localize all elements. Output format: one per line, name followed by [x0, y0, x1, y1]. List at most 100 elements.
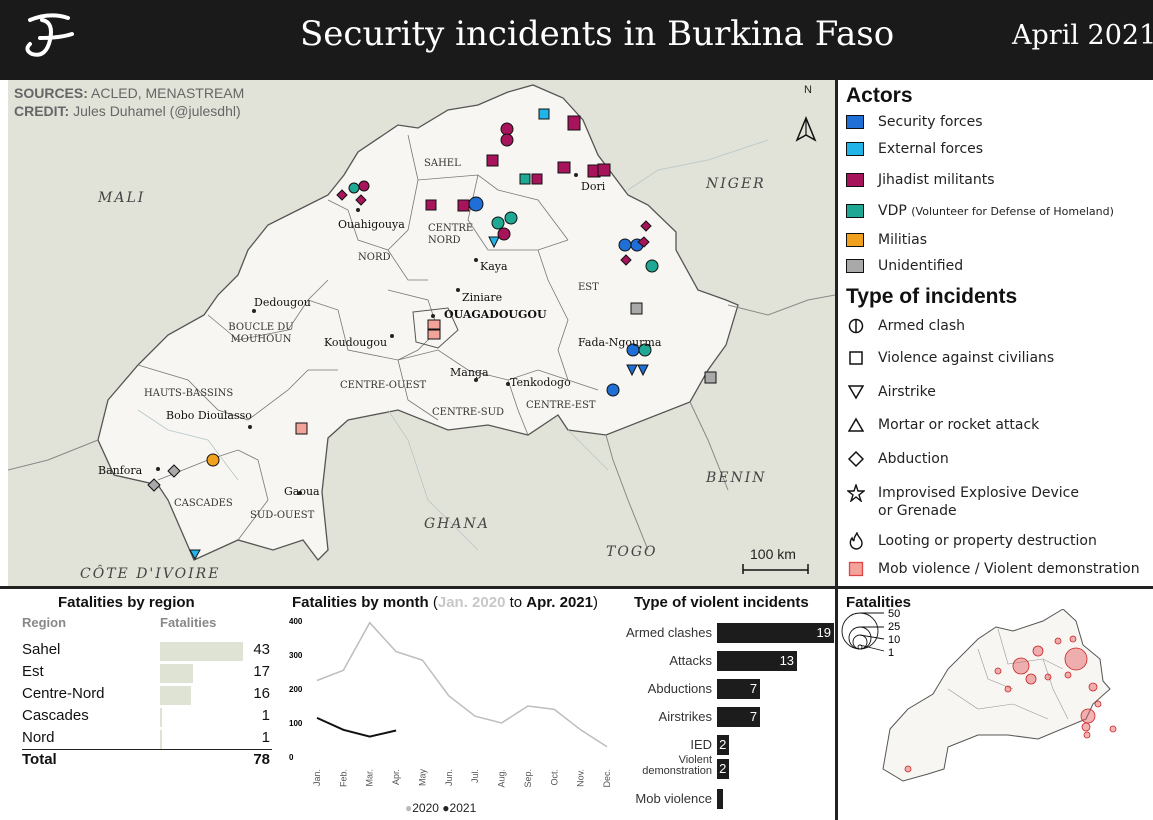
region-fatality-bar	[160, 686, 191, 705]
legend-actor-militias: Militias	[846, 232, 927, 248]
bar-category-label: Mob violence	[635, 791, 712, 806]
region-name: Est	[22, 663, 44, 680]
legend-actor-vdp: VDP (Volunteer for Defense of Homeland)	[846, 203, 1114, 219]
x-tick-label: May	[417, 769, 427, 787]
divider	[0, 586, 1153, 589]
bar-category-label: Abductions	[647, 681, 712, 696]
north-arrow-icon	[795, 116, 817, 142]
x-tick-label: Oct.	[549, 769, 559, 786]
region-label: CENTRE-OUEST	[340, 380, 427, 391]
total-rule	[22, 749, 272, 750]
header-bar: Security incidents in Burkina Faso April…	[0, 0, 1153, 80]
mini-map-title: Fatalities	[846, 594, 912, 611]
bar-category-label: IED	[690, 737, 712, 752]
x-tick-label: Jan.	[312, 769, 322, 786]
y-tick-label: 0	[289, 753, 294, 762]
x-tick-label: Jul.	[470, 769, 480, 783]
size-legend-value: 25	[888, 621, 900, 633]
legend-type-airstrike: Airstrike	[846, 384, 936, 400]
main-map: SOURCES: ACLED, MENASTREAM CREDIT: Jules…	[8, 80, 835, 586]
series-line-2020	[316, 621, 608, 748]
logo-icon	[25, 13, 74, 57]
armed-clash-icon	[846, 318, 866, 334]
legend-type-mortar: Mortar or rocket attack	[846, 417, 1039, 433]
col-header-region: Region	[22, 615, 67, 630]
region-fatalities: 43	[253, 641, 270, 658]
incident-markers	[147, 108, 717, 561]
x-tick-label: Nov.	[576, 769, 586, 787]
map-canvas	[8, 84, 835, 574]
month-chart-panel: Fatalities by month (Jan. 2020 to Apr. 2…	[285, 589, 630, 820]
incident-type-bar: 13	[717, 651, 798, 671]
town-label: Manga	[450, 366, 489, 379]
x-tick-label: Apr.	[391, 769, 401, 785]
x-tick-label: Sep.	[523, 769, 533, 788]
legend-type-armed-clash: Armed clash	[846, 318, 965, 334]
y-tick-label: 300	[289, 651, 303, 660]
legend-type-violence-civilians: Violence against civilians	[846, 350, 1054, 366]
region-fatality-bar	[160, 730, 162, 749]
region-fatality-bar	[160, 708, 162, 727]
incident-type-bar: 7	[717, 707, 761, 727]
region-fatalities: 1	[261, 707, 270, 724]
x-tick-label: Dec.	[602, 769, 612, 788]
x-tick-label: Mar.	[365, 769, 375, 787]
region-fatalities: 1	[261, 729, 270, 746]
bar-category-label: Attacks	[669, 653, 712, 668]
x-tick-label: Feb.	[338, 769, 348, 787]
col-header-fatalities: Fatalities	[160, 615, 217, 630]
diamond-icon	[846, 451, 866, 467]
country-label: MALI	[98, 190, 146, 206]
series-line-2021	[316, 716, 397, 738]
bar-category-label: Airstrikes	[658, 709, 712, 724]
down-triangle-icon	[846, 384, 866, 400]
incident-type-bar: 2	[717, 759, 730, 779]
incident-type-bar: 19	[717, 623, 834, 643]
region-label: BOUCLE DU MOUHOUN	[228, 322, 294, 345]
legend-type-abduction: Abduction	[846, 451, 949, 467]
star-icon	[846, 484, 866, 502]
region-table-title: Fatalities by region	[58, 594, 195, 611]
region-label: SUD-OUEST	[250, 510, 315, 521]
region-name: Cascades	[22, 707, 89, 724]
page-title: Security incidents in Burkina Faso	[300, 14, 895, 54]
fatalities-mini-map: Fatalities 50 25 10 1	[838, 589, 1153, 820]
legend-actor-security-forces: Security forces	[846, 114, 983, 130]
region-label: CASCADES	[174, 498, 233, 509]
mini-map-canvas: 50 25 10 1	[841, 609, 1117, 782]
country-label: CÔTE D'IVOIRE	[80, 566, 221, 582]
bar-category-label: Armed clashes	[626, 625, 712, 640]
town-label: Kaya	[480, 260, 508, 273]
country-label: NIGER	[706, 176, 766, 192]
country-label: GHANA	[424, 516, 490, 532]
region-fatalities: 16	[253, 685, 270, 702]
region-label: NORD	[358, 252, 391, 263]
y-tick-label: 400	[289, 617, 303, 626]
town-label: Koudougou	[324, 336, 388, 349]
town-label-capital: OUAGADOUGOU	[444, 308, 547, 321]
y-tick-label: 100	[289, 719, 303, 728]
types-heading: Type of incidents	[846, 285, 1018, 308]
region-name: Nord	[22, 729, 55, 746]
region-label: HAUTS-BASSINS	[144, 388, 234, 399]
region-fatality-bar	[160, 642, 243, 661]
region-label: SAHEL	[424, 158, 461, 169]
legend-type-mob-violence: Mob violence / Violent demonstration	[846, 561, 1140, 577]
report-date: April 2021	[1012, 20, 1153, 51]
region-table-panel: Fatalities by region Region Fatalities S…	[0, 589, 285, 820]
town-label: Ouahigouya	[338, 218, 405, 231]
square-icon	[846, 350, 866, 366]
month-chart-legend: ●2020 ●2021	[405, 801, 477, 815]
legend-actor-external-forces: External forces	[846, 141, 983, 157]
town-label: Dedougou	[254, 296, 311, 309]
total-value: 78	[253, 751, 270, 768]
mob-square-icon	[846, 561, 866, 577]
north-label: N	[804, 84, 812, 96]
size-legend-value: 50	[888, 609, 900, 620]
country-label: TOGO	[606, 544, 658, 560]
map-legend: Actors Security forces External forces J…	[838, 80, 1153, 586]
town-label: Bobo Dioulasso	[166, 409, 252, 422]
